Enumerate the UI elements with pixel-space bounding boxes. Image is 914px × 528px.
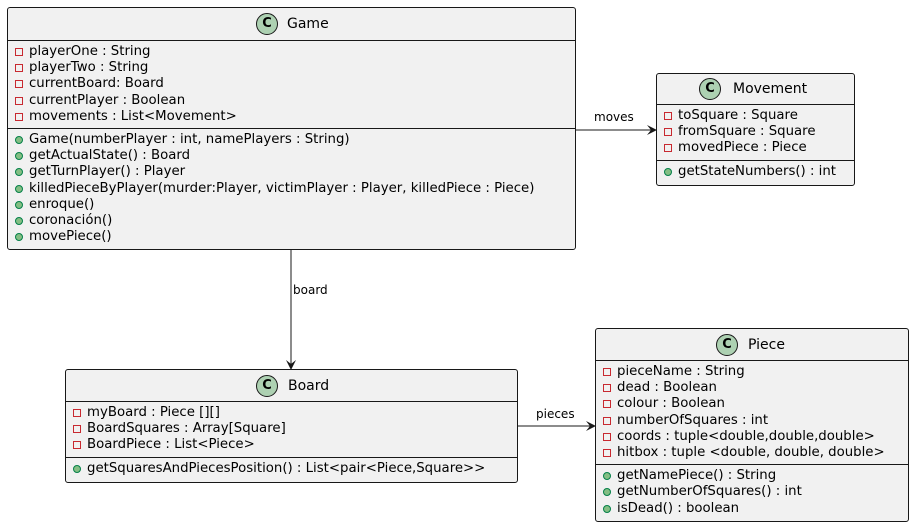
private-icon [15, 80, 23, 89]
field-row: movements : List<Movement> [8, 109, 575, 125]
class-stereotype-icon: C [716, 333, 738, 356]
private-icon [603, 449, 611, 458]
fields-section: toSquare : Square fromSquare : Square mo… [657, 105, 854, 160]
private-icon [73, 425, 81, 434]
class-header: C Board [66, 370, 517, 402]
private-icon [73, 441, 81, 450]
fields-section: pieceName : String dead : Boolean colour… [596, 361, 908, 464]
method-row: getNamePiece() : String [596, 468, 908, 484]
public-icon [15, 152, 23, 161]
private-icon [73, 409, 81, 418]
private-icon [603, 416, 611, 425]
field-row: coords : tuple<double,double,double> [596, 429, 908, 445]
public-icon [603, 488, 611, 497]
method-row: getNumberOfSquares() : int [596, 484, 908, 500]
method-row: getSquaresAndPiecesPosition() : List<pai… [66, 461, 517, 477]
method-row: movePiece() [8, 229, 575, 245]
fields-section: myBoard : Piece [][] BoardSquares : Arra… [66, 402, 517, 457]
relation-label-moves: moves [594, 110, 634, 124]
public-icon [73, 464, 81, 473]
class-board[interactable]: C Board myBoard : Piece [][] BoardSquare… [65, 369, 518, 483]
public-icon [15, 184, 23, 193]
private-icon [664, 128, 672, 137]
private-icon [15, 64, 23, 73]
class-name: Movement [733, 81, 808, 97]
private-icon [603, 368, 611, 377]
field-row: BoardSquares : Array[Square] [66, 421, 517, 437]
field-row: myBoard : Piece [][] [66, 405, 517, 421]
public-icon [603, 504, 611, 513]
field-row: colour : Boolean [596, 396, 908, 412]
relation-label-pieces: pieces [536, 407, 575, 421]
method-row: coronación() [8, 213, 575, 229]
methods-section: getNamePiece() : String getNumberOfSquar… [596, 464, 908, 520]
field-row: currentPlayer : Boolean [8, 93, 575, 109]
public-icon [664, 167, 672, 176]
private-icon [15, 48, 23, 57]
field-row: dead : Boolean [596, 380, 908, 396]
private-icon [603, 400, 611, 409]
field-row: playerOne : String [8, 44, 575, 60]
class-stereotype-icon: C [699, 78, 721, 100]
class-header: C Piece [596, 329, 908, 361]
field-row: toSquare : Square [657, 108, 854, 124]
methods-section: getStateNumbers() : int [657, 159, 854, 183]
private-icon [15, 96, 23, 105]
public-icon [15, 168, 23, 177]
field-row: movedPiece : Piece [657, 140, 854, 156]
method-row: killedPieceByPlayer(murder:Player, victi… [8, 181, 575, 197]
field-row: currentBoard: Board [8, 76, 575, 92]
method-row: getActualState() : Board [8, 148, 575, 164]
method-row: isDead() : boolean [596, 501, 908, 517]
field-row: hitbox : tuple <double, double, double> [596, 445, 908, 461]
private-icon [664, 112, 672, 121]
method-row: enroque() [8, 197, 575, 213]
private-icon [15, 112, 23, 121]
method-row: getStateNumbers() : int [657, 164, 854, 180]
method-row: Game(numberPlayer : int, namePlayers : S… [8, 132, 575, 148]
methods-section: Game(numberPlayer : int, namePlayers : S… [8, 127, 575, 248]
field-row: playerTwo : String [8, 60, 575, 76]
class-name: Board [288, 377, 330, 394]
private-icon [664, 144, 672, 153]
class-stereotype-icon: C [256, 13, 278, 35]
class-header: C Movement [657, 74, 854, 105]
public-icon [15, 233, 23, 242]
class-movement[interactable]: C Movement toSquare : Square fromSquare … [656, 73, 855, 186]
public-icon [603, 472, 611, 481]
method-row: getTurnPlayer() : Player [8, 164, 575, 180]
private-icon [603, 432, 611, 441]
class-stereotype-icon: C [256, 374, 278, 397]
methods-section: getSquaresAndPiecesPosition() : List<pai… [66, 456, 517, 480]
field-row: fromSquare : Square [657, 124, 854, 140]
field-row: numberOfSquares : int [596, 413, 908, 429]
public-icon [15, 200, 23, 209]
public-icon [15, 136, 23, 145]
public-icon [15, 216, 23, 225]
private-icon [603, 384, 611, 393]
relation-label-board: board [293, 283, 328, 297]
field-row: pieceName : String [596, 364, 908, 380]
field-row: BoardPiece : List<Piece> [66, 437, 517, 453]
class-header: C Game [8, 8, 575, 41]
class-name: Game [287, 16, 329, 32]
fields-section: playerOne : String playerTwo : String cu… [8, 41, 575, 128]
class-piece[interactable]: C Piece pieceName : String dead : Boolea… [595, 328, 909, 522]
class-game[interactable]: C Game playerOne : String playerTwo : St… [7, 7, 576, 250]
class-name: Piece [748, 336, 785, 353]
